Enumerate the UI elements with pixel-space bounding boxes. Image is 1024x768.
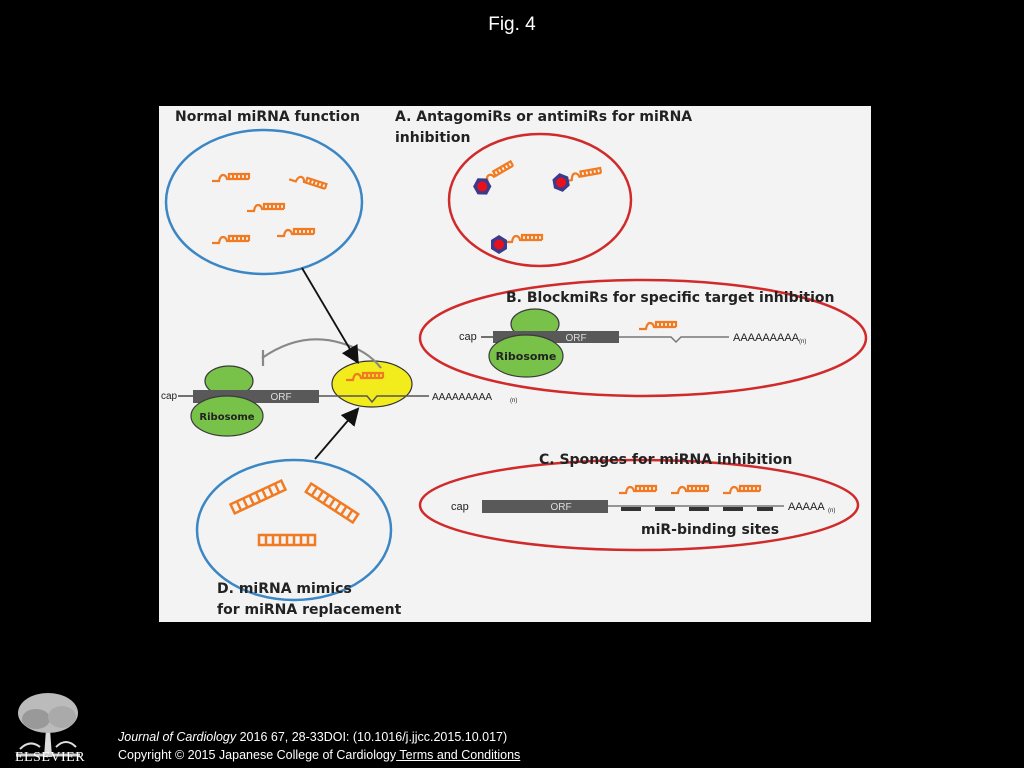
svg-text:cap: cap — [451, 501, 469, 513]
copyright-text: Copyright © 2015 Japanese College of Car… — [118, 748, 397, 762]
main-mrna: cap ORF Ribosome AAAAAAAAA (n) — [161, 338, 517, 437]
panel-c-mrna: cap ORF AAAAA (n) miR-binding sites — [451, 484, 835, 538]
elsevier-wordmark: ELSEVIER — [14, 750, 86, 765]
normal-function-title: Normal miRNA function — [175, 109, 360, 125]
panel-a-title-line1: A. AntagomiRs or antimiRs for miRNA — [395, 109, 692, 125]
panel-c-orf — [482, 500, 608, 513]
sponge-bound-mirna-3 — [721, 484, 762, 495]
elsevier-tree-logo — [10, 689, 86, 759]
svg-text:ORF: ORF — [270, 392, 291, 403]
panel-c-title: C. Sponges for miRNA inhibition — [539, 452, 792, 468]
figure-panel: Normal miRNA function A. AntagomiRs or a… — [159, 106, 871, 622]
svg-text:Ribosome: Ribosome — [199, 412, 254, 423]
panel-b-cap: cap — [459, 331, 477, 343]
free-mirnas — [210, 171, 328, 245]
svg-text:AAAAAAAAA: AAAAAAAAA — [432, 392, 492, 403]
target-highlight — [331, 360, 413, 408]
panel-d-title-line2: for miRNA replacement — [217, 602, 402, 618]
slide-title: Fig. 4 — [488, 14, 536, 35]
svg-text:ORF: ORF — [565, 333, 586, 344]
mirna-mimics — [229, 479, 360, 547]
citation-line: Journal of Cardiology 2016 67, 28-33DOI:… — [118, 728, 520, 746]
svg-text:AAAAA: AAAAA — [788, 501, 825, 513]
blockmir — [637, 320, 678, 331]
mirna-diagram: Normal miRNA function A. AntagomiRs or a… — [161, 109, 868, 618]
panel-b-mrna: cap ORF Ribosome AAAAAAAAA (n) — [459, 308, 806, 378]
binding-sites-label: miR-binding sites — [641, 522, 779, 538]
panel-a-title-line2: inhibition — [395, 130, 470, 146]
svg-text:Ribosome: Ribosome — [496, 350, 557, 363]
main-ribosome — [190, 395, 264, 437]
svg-text:(n): (n) — [799, 339, 806, 345]
arrow-normal-to-target — [301, 267, 359, 365]
panel-d-circle — [195, 458, 393, 602]
sponge-bound-mirna-1 — [617, 484, 658, 495]
svg-text:AAAAAAAAA: AAAAAAAAA — [733, 332, 800, 344]
panel-d-title-line1: D. miRNA mimics — [217, 581, 352, 597]
svg-text:ORF: ORF — [550, 502, 571, 513]
citation-details: 2016 67, 28-33DOI: (10.1016/j.jjcc.2015.… — [236, 730, 508, 744]
panel-b-ribosome — [488, 334, 564, 378]
repression-arc — [261, 338, 382, 369]
svg-text:(n): (n) — [828, 508, 835, 514]
citation: Journal of Cardiology 2016 67, 28-33DOI:… — [118, 728, 520, 764]
terms-link[interactable]: Terms and Conditions — [396, 748, 521, 762]
panel-b-title: B. BlockmiRs for specific target inhibit… — [506, 290, 834, 306]
panel-a-circle — [447, 132, 633, 268]
panel-b-ellipse — [418, 278, 868, 398]
copyright-line: Copyright © 2015 Japanese College of Car… — [118, 746, 520, 764]
journal-name: Journal of Cardiology — [118, 730, 237, 744]
normal-mirna-circle — [164, 128, 364, 276]
arrow-mimic-to-target — [314, 407, 360, 460]
panel-c-ellipse — [418, 458, 860, 552]
main-cap: cap — [161, 391, 178, 402]
antagomir-complexes — [470, 160, 603, 254]
sponge-bound-mirna-2 — [669, 484, 710, 495]
svg-text:(n): (n) — [510, 398, 517, 404]
